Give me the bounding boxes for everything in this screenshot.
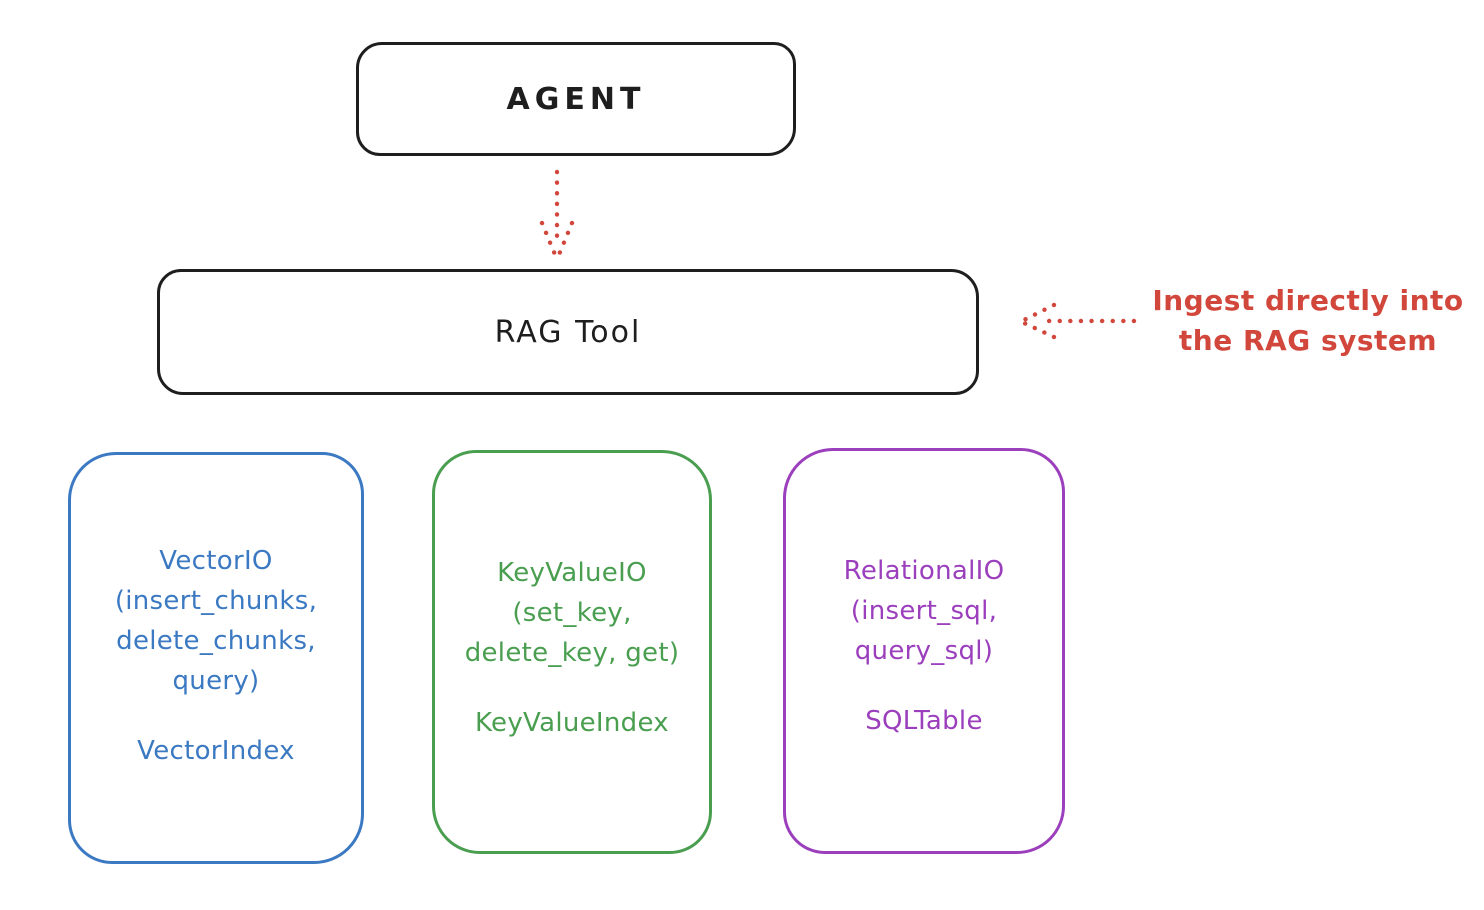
ingest-annotation-line2: the RAG system	[1178, 324, 1438, 357]
keyvalue-io-line: delete_key, get)	[464, 638, 680, 668]
vector-io-line: (insert_chunks,	[114, 586, 318, 616]
keyvalue-index-label: KeyValueIndex	[474, 708, 669, 738]
relational-io-line: query_sql)	[854, 636, 994, 666]
agent-node: AGENT	[356, 42, 796, 156]
ingest-annotation-line1: Ingest directly into	[1152, 284, 1464, 317]
store-node-keyvalue-io: KeyValueIO (set_key, delete_key, get) Ke…	[432, 450, 712, 854]
rag-tool-label: RAG Tool	[494, 314, 642, 350]
agent-to-rag-arrow-icon	[539, 169, 575, 260]
relational-io-line: (insert_sql,	[850, 596, 998, 626]
ingest-annotation: Ingest directly into the RAG system	[1140, 281, 1476, 361]
relational-io-signature: RelationalIO (insert_sql, query_sql)	[786, 551, 1062, 671]
keyvalue-io-signature: KeyValueIO (set_key, delete_key, get)	[435, 553, 709, 673]
store-node-vector-io: VectorIO (insert_chunks, delete_chunks, …	[68, 452, 364, 864]
keyvalue-io-line: KeyValueIO	[497, 558, 647, 588]
agent-label: AGENT	[506, 81, 646, 117]
vector-io-line: VectorIO	[159, 546, 273, 576]
sql-table-label: SQLTable	[865, 706, 983, 736]
store-node-relational-io: RelationalIO (insert_sql, query_sql) SQL…	[783, 448, 1065, 854]
vector-io-line: delete_chunks,	[116, 626, 316, 656]
vector-io-line: query)	[172, 666, 260, 696]
relational-io-line: RelationalIO	[843, 556, 1005, 586]
keyvalue-io-line: (set_key,	[512, 598, 632, 628]
vector-index-label: VectorIndex	[137, 736, 295, 766]
vector-io-signature: VectorIO (insert_chunks, delete_chunks, …	[71, 541, 361, 701]
annotation-to-rag-arrow-icon	[1021, 302, 1137, 340]
rag-tool-node: RAG Tool	[157, 269, 979, 395]
